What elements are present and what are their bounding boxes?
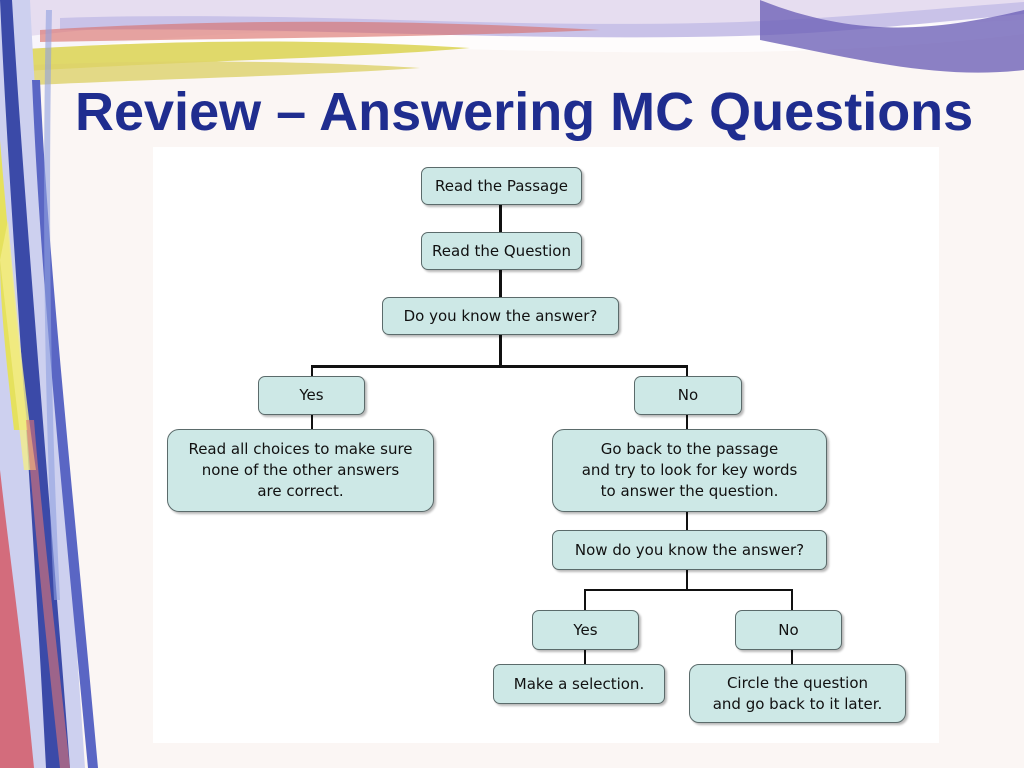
node-yes-2: Yes — [532, 610, 639, 650]
node-yes-1: Yes — [258, 376, 365, 415]
node-do-you-know-answer: Do you know the answer? — [382, 297, 619, 335]
node-circle-question: Circle the question and go back to it la… — [689, 664, 906, 723]
connector-branch-horizontal-1 — [311, 365, 688, 368]
connector-go-back-now-know — [686, 512, 688, 530]
node-no-2: No — [735, 610, 842, 650]
connector-to-no-2 — [791, 589, 793, 610]
flowchart: Read the Passage Read the Question Do yo… — [153, 147, 939, 743]
connector-to-yes-2 — [584, 589, 586, 610]
connector-passage-question — [499, 205, 502, 232]
node-read-all-choices: Read all choices to make sure none of th… — [167, 429, 434, 512]
slide-title: Review – Answering MC Questions — [75, 82, 974, 142]
node-read-question: Read the Question — [421, 232, 582, 270]
connector-question-know — [499, 270, 502, 297]
connector-yes-make-selection — [584, 650, 586, 664]
connector-to-no-1 — [686, 365, 688, 376]
node-no-1: No — [634, 376, 742, 415]
connector-to-yes-1 — [311, 365, 313, 376]
connector-now-know-split — [686, 570, 688, 590]
connector-know-split — [499, 335, 502, 367]
connector-no-circle-question — [791, 650, 793, 664]
node-make-selection: Make a selection. — [493, 664, 665, 704]
node-now-do-you-know: Now do you know the answer? — [552, 530, 827, 570]
connector-yes-read-all — [311, 415, 313, 429]
node-read-passage: Read the Passage — [421, 167, 582, 205]
connector-no-go-back — [686, 415, 688, 429]
connector-branch-horizontal-2 — [584, 589, 793, 591]
node-go-back-to-passage: Go back to the passage and try to look f… — [552, 429, 827, 512]
